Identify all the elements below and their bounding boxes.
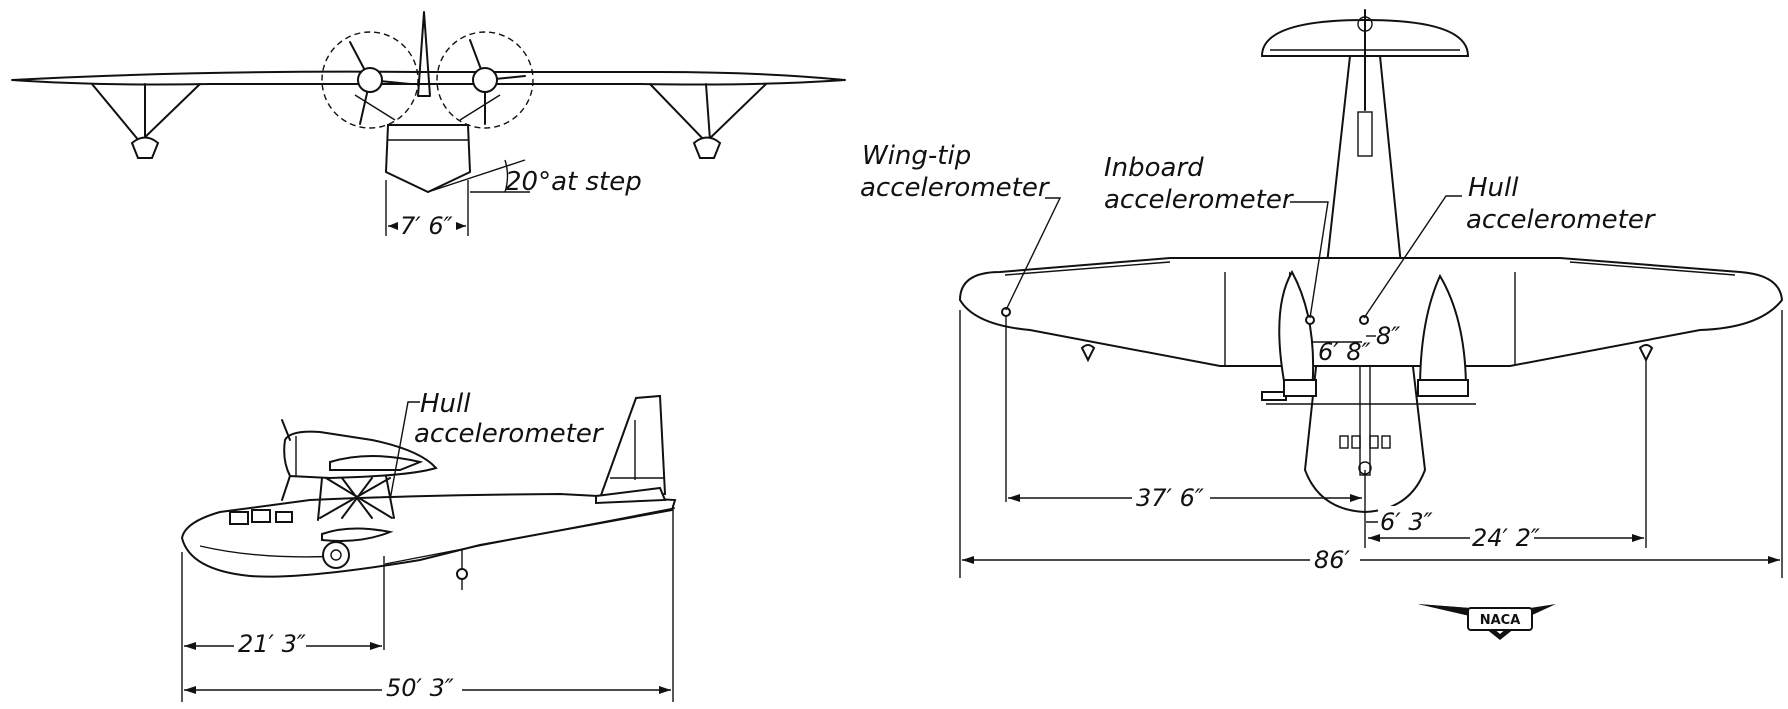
side-sponson xyxy=(321,527,394,542)
wingtip-label-1: Wing-tip xyxy=(862,141,971,171)
cockpit-window-2 xyxy=(251,509,271,523)
wingtip-label-2: accelerometer xyxy=(860,173,1051,203)
front-hull xyxy=(384,124,472,194)
side-hull-accelerometer-marker xyxy=(456,568,468,580)
dim-hull-label: 8″ xyxy=(1376,322,1400,350)
right-propeller-disc xyxy=(436,31,534,129)
side-tail-fin xyxy=(598,394,667,500)
front-wing xyxy=(11,70,846,86)
dim-inboard-label: 6′ 8″ xyxy=(1318,338,1371,366)
left-propeller-blades xyxy=(349,41,411,125)
plan-view: Wing-tip accelerometer Inboard accelerom… xyxy=(860,9,1784,578)
hull-label-1: Hull xyxy=(1468,173,1519,203)
side-hull xyxy=(180,492,677,578)
dim-to-accelerometer-label: 21′ 3″ xyxy=(238,630,306,658)
dim-span-label: 86′ xyxy=(1314,546,1351,574)
cockpit-window-1 xyxy=(229,511,249,525)
naca-logo: NACA xyxy=(1418,604,1556,640)
side-hull-label-1: Hull xyxy=(420,389,471,419)
dim-float-label: 24′ 2″ xyxy=(1472,524,1540,552)
front-right-float xyxy=(649,83,767,159)
front-view: 20°at step 7′ 6″ xyxy=(11,11,846,240)
side-struts xyxy=(317,475,395,521)
dim-length-label: 50′ 3″ xyxy=(386,674,454,702)
inboard-label-1: Inboard xyxy=(1104,153,1204,183)
wingtip-accelerometer-leader xyxy=(1005,197,1062,311)
dim-hull-offset-label: 6′ 3″ xyxy=(1380,508,1433,536)
step-angle-label: 20°at step xyxy=(505,167,642,197)
side-hull-label-2: accelerometer xyxy=(414,419,605,449)
landing-wheel xyxy=(322,541,350,569)
inboard-accelerometer-leader xyxy=(1290,201,1329,319)
hull-accelerometer-leader xyxy=(389,401,420,501)
side-propeller xyxy=(281,419,291,501)
cockpit-window-3 xyxy=(275,511,293,523)
front-left-float xyxy=(91,83,201,159)
hull-accelerometer-marker xyxy=(1359,315,1369,325)
plan-cockpit-windows xyxy=(1339,435,1391,475)
inboard-label-2: accelerometer xyxy=(1104,185,1295,215)
plan-wing xyxy=(958,257,1784,367)
beam-dimension-label: 7′ 6″ xyxy=(400,212,453,240)
step-angle-line xyxy=(427,159,526,193)
front-engine-struts xyxy=(354,94,501,121)
right-propeller-blades xyxy=(469,39,526,125)
plan-right-float xyxy=(1638,344,1654,363)
hull-label-2: accelerometer xyxy=(1466,205,1657,235)
left-propeller-disc xyxy=(321,31,419,129)
front-fin xyxy=(417,11,431,97)
dimension-arrowheads xyxy=(184,222,1780,694)
hull-accelerometer-leader-plan xyxy=(1363,195,1462,319)
side-view: Hull accelerometer 21′ 3″ 50′ 3″ xyxy=(180,389,677,702)
naca-logo-text: NACA xyxy=(1480,613,1521,628)
plan-left-float xyxy=(1080,344,1096,363)
dim-wingtip-label: 37′ 6″ xyxy=(1136,484,1204,512)
